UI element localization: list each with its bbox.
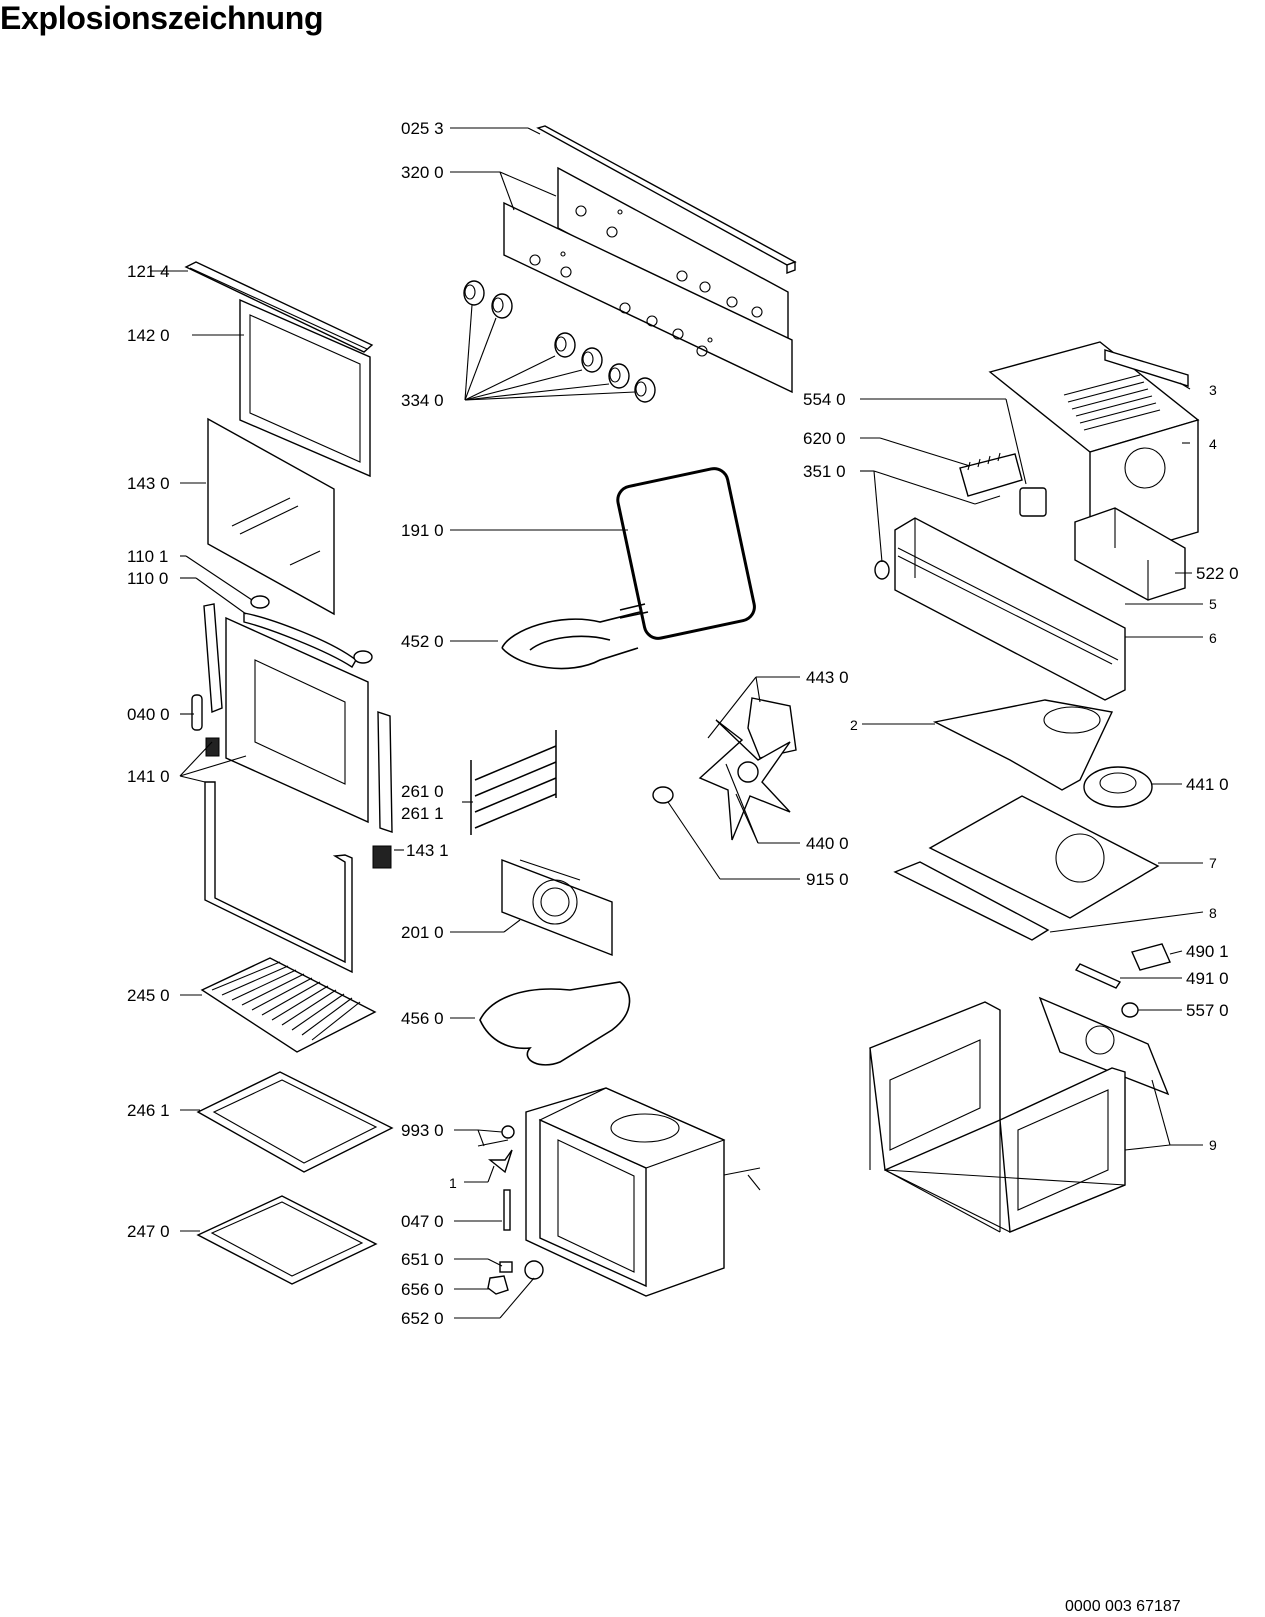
callout-5: 5	[1209, 596, 1217, 612]
callout-9: 9	[1209, 1137, 1217, 1153]
callout-3: 3	[1209, 382, 1217, 398]
part-switch-block	[1074, 507, 1186, 601]
part-top-plate	[893, 795, 1160, 941]
part-door-top-trim	[184, 261, 374, 353]
callout-1431: 143 1	[406, 841, 449, 860]
callout-9930: 993 0	[401, 1121, 444, 1140]
callout-2610: 261 0	[401, 782, 444, 801]
part-door-seal	[616, 467, 756, 640]
callout-1910: 191 0	[401, 521, 444, 540]
callout-3340: 334 0	[401, 391, 444, 410]
part-front-frame	[894, 517, 1126, 701]
part-oven-rack	[200, 957, 377, 1053]
part-small-fasteners	[477, 1125, 544, 1295]
part-control-panel	[503, 166, 793, 394]
part-door-front	[191, 603, 393, 974]
part-clip	[372, 845, 392, 869]
callout-2461: 246 1	[127, 1101, 170, 1120]
callout-1430: 143 0	[127, 474, 170, 493]
callout-3510: 351 0	[803, 462, 846, 481]
callout-2470: 247 0	[127, 1222, 170, 1241]
callout-3200: 320 0	[401, 163, 444, 182]
callout-4430: 443 0	[806, 668, 849, 687]
part-door-glass-frame	[239, 298, 371, 478]
callout-4560: 456 0	[401, 1009, 444, 1028]
callout-8: 8	[1209, 905, 1217, 921]
leader-lines	[150, 127, 1204, 1319]
callout-0253: 025 3	[401, 119, 444, 138]
callout-6: 6	[1209, 630, 1217, 646]
callout-9150: 915 0	[806, 870, 849, 889]
part-lower-heating-element	[479, 981, 631, 1066]
callout-2010: 201 0	[401, 923, 444, 942]
part-rear-small-parts	[1074, 943, 1171, 1018]
callout-7: 7	[1209, 855, 1217, 871]
callout-labels: 025 3 320 0 121 4 142 0 334 0 143 0 191 …	[127, 119, 1239, 1328]
callout-5540: 554 0	[803, 390, 846, 409]
callout-6520: 652 0	[401, 1309, 444, 1328]
callout-5220: 522 0	[1196, 564, 1239, 583]
part-trim-strip	[536, 125, 797, 275]
callout-0400: 040 0	[127, 705, 170, 724]
part-glass-pane	[207, 417, 335, 616]
callout-4410: 441 0	[1186, 775, 1229, 794]
callout-6560: 656 0	[401, 1280, 444, 1299]
part-oven-housing	[869, 996, 1170, 1234]
document-number: 0000 003 67187	[1065, 1598, 1181, 1615]
part-upper-heating-element	[501, 603, 649, 670]
callout-5570: 557 0	[1186, 1001, 1229, 1020]
part-cooling-shroud	[932, 699, 1153, 808]
callout-4901: 490 1	[1186, 942, 1229, 961]
callout-2611: 261 1	[401, 804, 444, 823]
callout-1101: 110 1	[127, 547, 168, 566]
callout-2450: 245 0	[127, 986, 170, 1005]
callout-4910: 491 0	[1186, 969, 1229, 988]
callout-1420: 142 0	[127, 326, 170, 345]
callout-4400: 440 0	[806, 834, 849, 853]
callout-2: 2	[850, 717, 858, 733]
part-side-rails	[470, 730, 557, 835]
callout-6510: 651 0	[401, 1250, 444, 1269]
part-oven-cavity	[525, 1087, 761, 1297]
callout-4520: 452 0	[401, 632, 444, 651]
part-fan-motor-assembly	[652, 697, 797, 841]
part-knobs	[463, 280, 656, 403]
callout-0470: 047 0	[401, 1212, 444, 1231]
callout-4: 4	[1209, 436, 1217, 452]
part-deep-tray	[196, 1195, 378, 1285]
callout-6200: 620 0	[803, 429, 846, 448]
part-door-handle	[243, 595, 373, 668]
callout-1100: 110 0	[127, 569, 168, 588]
callout-1: 1	[449, 1175, 457, 1191]
part-fan-cover	[501, 858, 613, 957]
callout-1410: 141 0	[127, 767, 170, 786]
page-title: Explosionszeichnung	[0, 0, 324, 36]
callout-1214: 121 4	[127, 262, 170, 281]
part-shallow-tray	[196, 1071, 394, 1173]
